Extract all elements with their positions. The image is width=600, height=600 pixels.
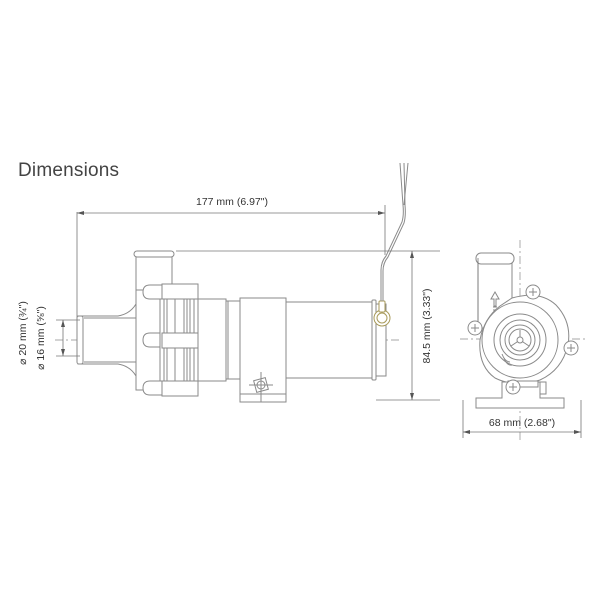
width-dimension: 68 mm (2.68") [462, 400, 582, 438]
width-label: 68 mm (2.68") [489, 417, 555, 429]
height-dimension: 84.5 mm (3.33") [176, 250, 440, 401]
screw-icon-bottom [505, 379, 521, 395]
wire-lead [380, 162, 409, 301]
inner-diameter-label: ⌀ 16 mm (⅝") [35, 306, 47, 370]
outer-diameter-label: ⌀ 20 mm (¾") [17, 301, 29, 365]
screw-icon-right [563, 340, 579, 356]
side-view [55, 162, 409, 403]
impeller-icon [510, 330, 530, 347]
diameter-dimension: ⌀ 20 mm (¾") ⌀ 16 mm (⅝") [17, 301, 80, 370]
screw-icon-top [525, 284, 541, 300]
bracket-bolt-icon [249, 372, 273, 402]
length-label: 177 mm (6.97") [196, 196, 268, 208]
front-view [460, 240, 585, 440]
screw-icon-left [467, 320, 483, 336]
cable-gland-icon [373, 300, 391, 327]
height-label: 84.5 mm (3.33") [421, 289, 433, 364]
page-title: Dimensions [18, 160, 120, 181]
